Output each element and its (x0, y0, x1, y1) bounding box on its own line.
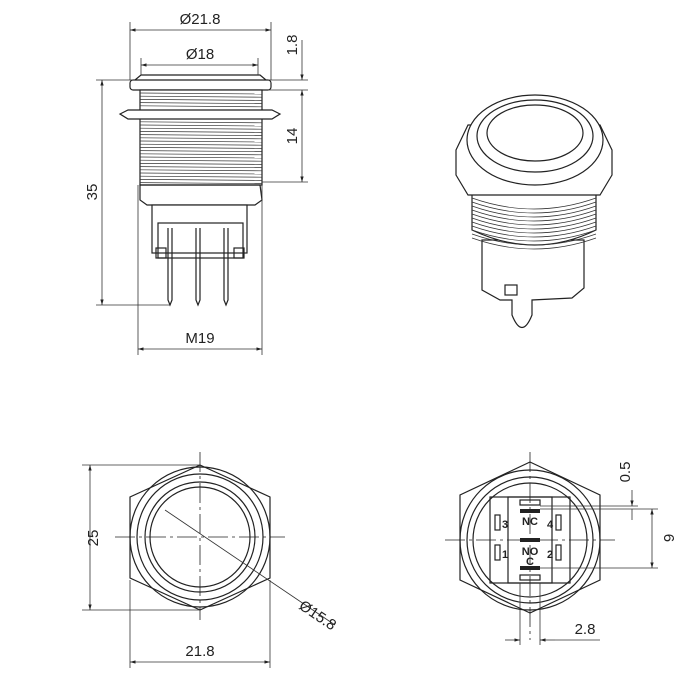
thread-line (139, 175, 263, 178)
thread-line (139, 172, 263, 175)
thread-line (471, 221, 597, 234)
thread-line (471, 217, 597, 230)
thread-line (471, 237, 597, 250)
thread-line (139, 159, 263, 162)
thread-line (471, 197, 597, 210)
pin-label-4: 4 (547, 519, 554, 531)
dim-head-diameter: Ø21.8 (180, 11, 221, 28)
dim-pin-width: 2.8 (575, 621, 596, 638)
dim-pin-offset: 0.5 (617, 462, 634, 483)
thread-line (139, 163, 263, 165)
thread-line (139, 143, 263, 146)
dim-lens-diameter: Ø18 (186, 46, 214, 63)
pin-label-2: 2 (547, 549, 553, 561)
dim-across-flats: 21.8 (185, 643, 214, 660)
thread-line (139, 127, 263, 130)
dim-head-height: 1.8 (284, 35, 301, 56)
thread-line (139, 121, 263, 124)
thread-line (471, 213, 597, 226)
thread-line (139, 153, 263, 156)
thread-line (139, 99, 263, 101)
thread-line (471, 225, 597, 238)
dim-ring-diameter: Ø15.8 (296, 597, 339, 634)
thread-line (139, 95, 263, 98)
dim-thread-length: 14 (284, 128, 301, 145)
rear-view: NC NO C 3 4 1 2 0.5 9 2.8 (445, 452, 678, 645)
dim-thread: M19 (185, 330, 214, 347)
thread-line (139, 134, 263, 136)
thread-line (471, 229, 597, 242)
isometric-view (455, 94, 613, 329)
dim-across-corners: 25 (85, 530, 102, 547)
thread-line (139, 179, 263, 181)
pin-label-1: 1 (502, 549, 508, 561)
thread-line (139, 150, 263, 152)
thread-line (139, 124, 263, 127)
side-view: Ø21.8 Ø18 35 1.8 14 M19 (84, 11, 308, 355)
thread-line (139, 182, 263, 184)
thread-line (139, 105, 263, 108)
front-view: 25 21.8 Ø15.8 (82, 452, 339, 668)
thread-line (139, 92, 263, 95)
pin-label-3: 3 (502, 519, 508, 531)
thread-line (139, 147, 263, 149)
thread-line (139, 140, 263, 143)
dim-pin-spacing: 9 (661, 534, 678, 542)
thread-line (471, 205, 597, 218)
thread-line (139, 131, 263, 133)
thread-line (139, 156, 263, 159)
thread-line (471, 233, 597, 246)
thread-line (139, 166, 263, 168)
thread-line (471, 201, 597, 214)
dim-total-length: 35 (84, 184, 101, 201)
thread-line (139, 137, 263, 140)
thread-line (139, 102, 263, 104)
thread-line (139, 169, 263, 172)
thread-line (471, 209, 597, 222)
